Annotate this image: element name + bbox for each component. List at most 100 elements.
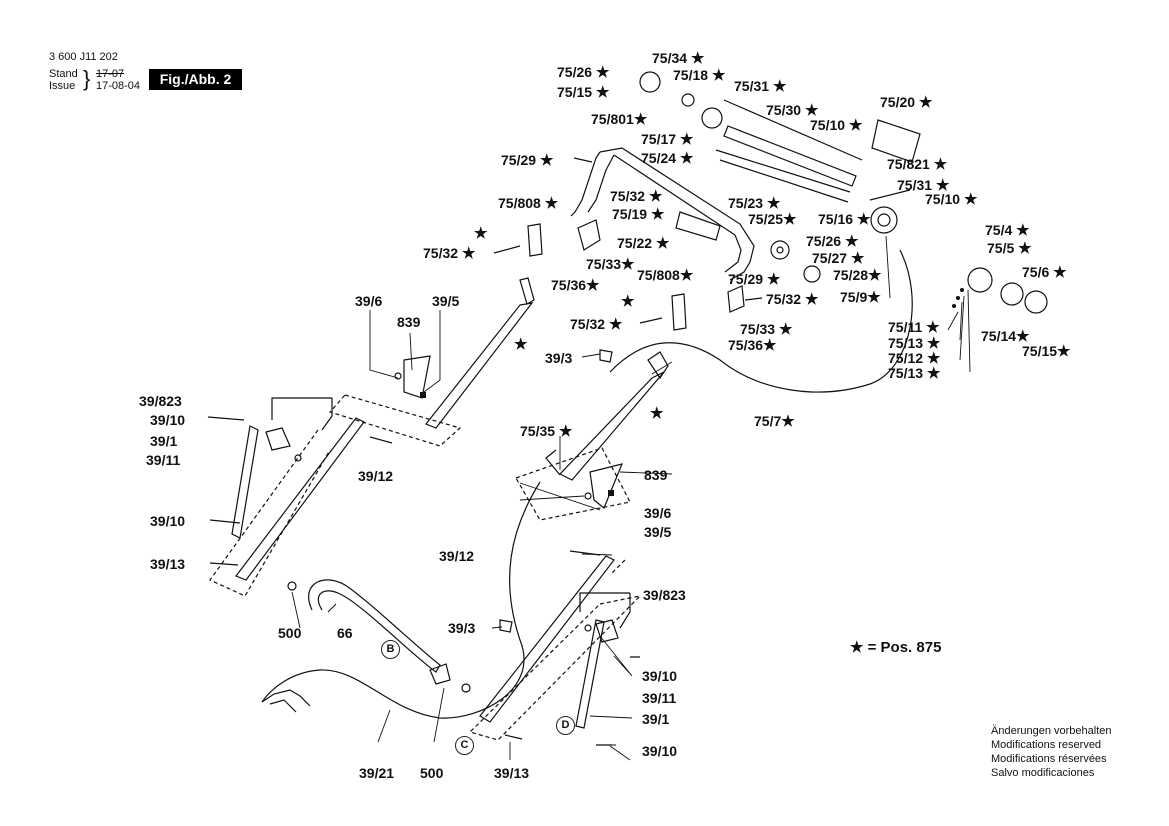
part-label: 75/28★ xyxy=(833,267,882,284)
part-label: 75/25★ xyxy=(748,211,797,228)
part-label: 39/11 xyxy=(146,452,181,468)
part-label: 75/31 ★ xyxy=(734,78,787,95)
part-label: 75/10 ★ xyxy=(810,117,863,134)
star-legend: ★ = Pos. 875 xyxy=(850,639,942,656)
part-label: 75/14★ xyxy=(981,328,1030,345)
part-label: 39/5 xyxy=(644,524,672,540)
brace: } xyxy=(83,66,91,91)
star-icon: ★ xyxy=(850,639,864,656)
part-label: 75/15 ★ xyxy=(557,84,610,101)
figure-badge: Fig./Abb. 2 xyxy=(149,69,242,90)
part-label: 75/12 ★ xyxy=(888,350,941,367)
part-label: 39/10 xyxy=(642,668,678,684)
part-label: 39/12 xyxy=(358,468,394,484)
part-label: 75/7★ xyxy=(754,413,795,430)
part-label: 39/10 xyxy=(642,743,678,759)
part-label: 839 xyxy=(644,467,668,483)
part-label: 39/13 xyxy=(494,765,530,781)
part-label: 75/31 ★ xyxy=(897,177,950,194)
part-label: 75/30 ★ xyxy=(766,102,819,119)
part-label: 39/823 xyxy=(643,587,686,603)
part-label: 75/808 ★ xyxy=(498,195,559,212)
part-label: 75/29 ★ xyxy=(501,152,554,169)
upper-tube xyxy=(425,277,535,429)
part-label: 75/32 ★ xyxy=(570,316,623,333)
part-label: 39/11 xyxy=(642,690,677,706)
part-label: 75/18 ★ xyxy=(673,67,726,84)
marker-d: D xyxy=(556,716,575,735)
part-label: 39/823 xyxy=(139,393,182,409)
footer-line-en: Modifications reserved xyxy=(991,739,1102,751)
part-label: 39/1 xyxy=(150,433,178,449)
part-label: 75/32 ★ xyxy=(766,291,819,308)
part-label: 75/801★ xyxy=(591,111,648,128)
part-label: 39/21 xyxy=(359,765,395,781)
footer-line-de: Änderungen vorbehalten xyxy=(991,725,1112,737)
part-label: 75/24 ★ xyxy=(641,150,694,167)
part-label: 39/1 xyxy=(642,711,670,727)
footer-line-fr: Modifications réservées xyxy=(991,753,1107,765)
part-label: 75/26 ★ xyxy=(806,233,859,250)
footer-notes: Änderungen vorbehalten Modifications res… xyxy=(991,724,1111,780)
marker-c: C xyxy=(455,736,474,755)
part-label: 39/3 xyxy=(448,620,476,636)
part-label: 75/9★ xyxy=(840,289,881,306)
part-label: 75/4 ★ xyxy=(985,222,1030,239)
part-label: 75/5 ★ xyxy=(987,240,1032,257)
part-label: 839 xyxy=(397,314,421,330)
part-label: 75/26 ★ xyxy=(557,64,610,81)
part-label: 39/13 xyxy=(150,556,186,572)
part-label: 75/15★ xyxy=(1022,343,1071,360)
part-label: ★ xyxy=(474,225,488,242)
part-label: 75/32 ★ xyxy=(610,188,663,205)
upper-handle-bar xyxy=(570,151,615,217)
part-label: 75/34 ★ xyxy=(652,50,705,67)
left-lower-frame xyxy=(235,417,365,581)
stand-label: Stand xyxy=(49,68,78,80)
part-label: 75/22 ★ xyxy=(617,235,670,252)
part-label: 500 xyxy=(420,765,444,781)
part-label: 39/10 xyxy=(150,513,186,529)
issue-label: Issue xyxy=(49,80,76,92)
part-label: 75/33 ★ xyxy=(740,321,793,338)
part-label: 39/12 xyxy=(439,548,475,564)
part-label: 75/27 ★ xyxy=(812,250,865,267)
part-label: 75/35 ★ xyxy=(520,423,573,440)
part-label: 75/36★ xyxy=(551,277,600,294)
document-number: 3 600 J11 202 xyxy=(49,51,118,63)
footer-line-es: Salvo modificaciones xyxy=(991,767,1095,779)
part-label: 75/821 ★ xyxy=(887,156,948,173)
part-label: 39/3 xyxy=(545,350,573,366)
part-label: 75/36★ xyxy=(728,337,777,354)
part-label: ★ xyxy=(514,336,528,353)
part-label: 75/10 ★ xyxy=(925,191,978,208)
part-label: 39/10 xyxy=(150,412,186,428)
part-label: 75/33★ xyxy=(586,256,635,273)
part-label: 75/808★ xyxy=(637,267,694,284)
part-label: 66 xyxy=(337,625,353,641)
part-label: 75/23 ★ xyxy=(728,195,781,212)
part-label: 75/17 ★ xyxy=(641,131,694,148)
part-label: 75/11 ★ xyxy=(888,319,940,336)
part-label: 75/32 ★ xyxy=(423,245,476,262)
part-label: 75/19 ★ xyxy=(612,206,665,223)
part-label: 75/20 ★ xyxy=(880,94,933,111)
part-label: 500 xyxy=(278,625,302,641)
marker-b: B xyxy=(381,640,400,659)
part-label: 39/6 xyxy=(355,293,383,309)
lower-u-handle xyxy=(308,579,441,673)
new-date: 17-08-04 xyxy=(96,80,141,92)
part-label: 39/5 xyxy=(432,293,460,309)
part-label: 75/29 ★ xyxy=(728,271,781,288)
part-label: 75/6 ★ xyxy=(1022,264,1067,281)
part-label: ★ xyxy=(650,405,664,422)
part-label: ★ xyxy=(621,293,635,310)
right-lower-frame xyxy=(479,555,615,723)
part-label: 39/6 xyxy=(644,505,672,521)
part-label: 75/16 ★ xyxy=(818,211,871,228)
part-label: 75/13 ★ xyxy=(888,365,941,382)
old-date: 17-07 xyxy=(96,68,125,80)
control-cable xyxy=(609,249,913,393)
part-label: 75/13 ★ xyxy=(888,335,941,352)
